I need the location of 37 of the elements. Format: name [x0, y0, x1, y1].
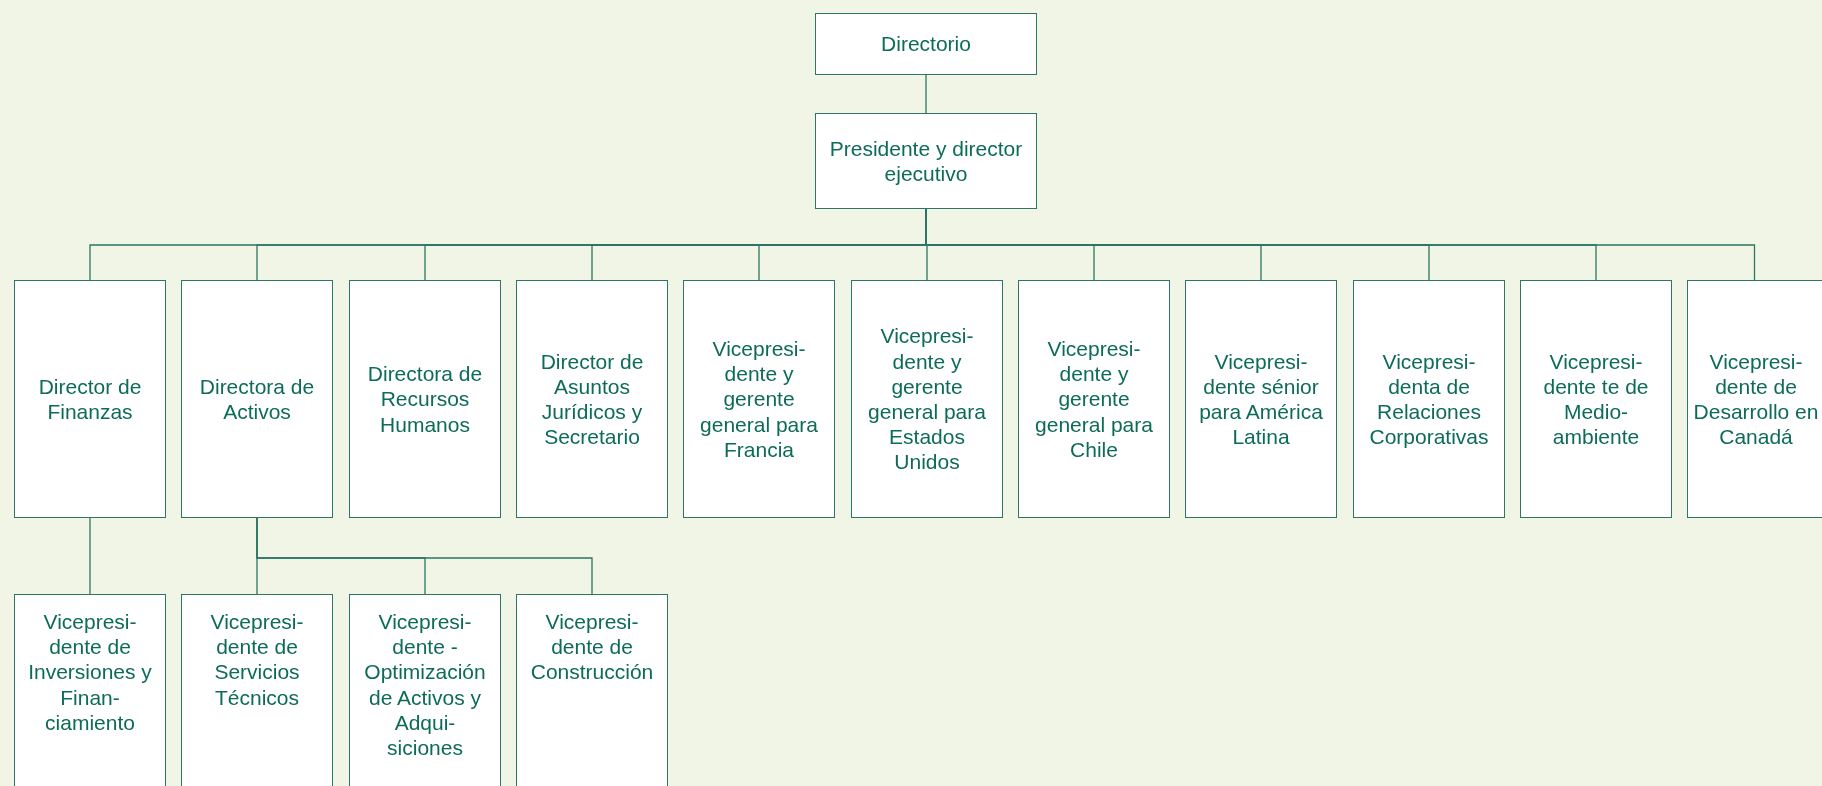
role-title: Vicepresi- dente sénior para América Latina [1198, 348, 1324, 450]
role-title: Presidente y director ejecutivo [828, 135, 1024, 187]
org-box [1018, 280, 1170, 518]
role-title: Vicepresi- dente de Desarrollo en Canadá [1692, 348, 1820, 450]
org-box [14, 280, 166, 518]
connector-line [256, 517, 593, 595]
org-box [516, 280, 668, 518]
org-box [349, 594, 501, 786]
connector-line [89, 517, 91, 595]
role-title: Director de Finanzas [37, 373, 143, 425]
role-title: Vicepresi- dente y gerente general para Chile [1034, 336, 1154, 462]
org-box [349, 280, 501, 518]
org-box [516, 594, 668, 786]
org-box [815, 113, 1037, 209]
role-title: Directorio [881, 31, 971, 57]
role-title: Directora de Recursos Humanos [366, 361, 484, 437]
role-title: Directora de Activos [198, 373, 316, 425]
role-title: Vicepresi- dente y gerente general para Estados Unidos [867, 323, 987, 475]
org-box [181, 594, 333, 786]
org-box [815, 13, 1037, 75]
role-title: Director de Asuntos Jurídicos y Secretario [539, 348, 645, 450]
role-title: Vicepresi- dente de Construcción [529, 609, 655, 685]
org-box [851, 280, 1003, 518]
role-title: Vicepresi- denta de Relaciones Corporativas [1368, 348, 1490, 450]
org-box [181, 280, 333, 518]
role-title: Vicepresi- dente te de Medio- ambiente [1542, 348, 1650, 450]
org-box [14, 594, 166, 786]
org-box [1687, 280, 1822, 518]
org-box [1520, 280, 1672, 518]
role-title: Vicepresi- dente y gerente general para Francia [699, 336, 819, 462]
org-box [1185, 280, 1337, 518]
org-box [683, 280, 835, 518]
role-title: Vicepresi- dente de Servicios Técnicos [209, 609, 305, 710]
connector-line [925, 74, 927, 114]
role-title: Vicepresi- dente - Optimización de Activos y Adqui- siciones [363, 609, 487, 761]
role-title: Vicepresi- dente de Inversiones y Finan- ciamiento [27, 609, 153, 735]
org-box [1353, 280, 1505, 518]
